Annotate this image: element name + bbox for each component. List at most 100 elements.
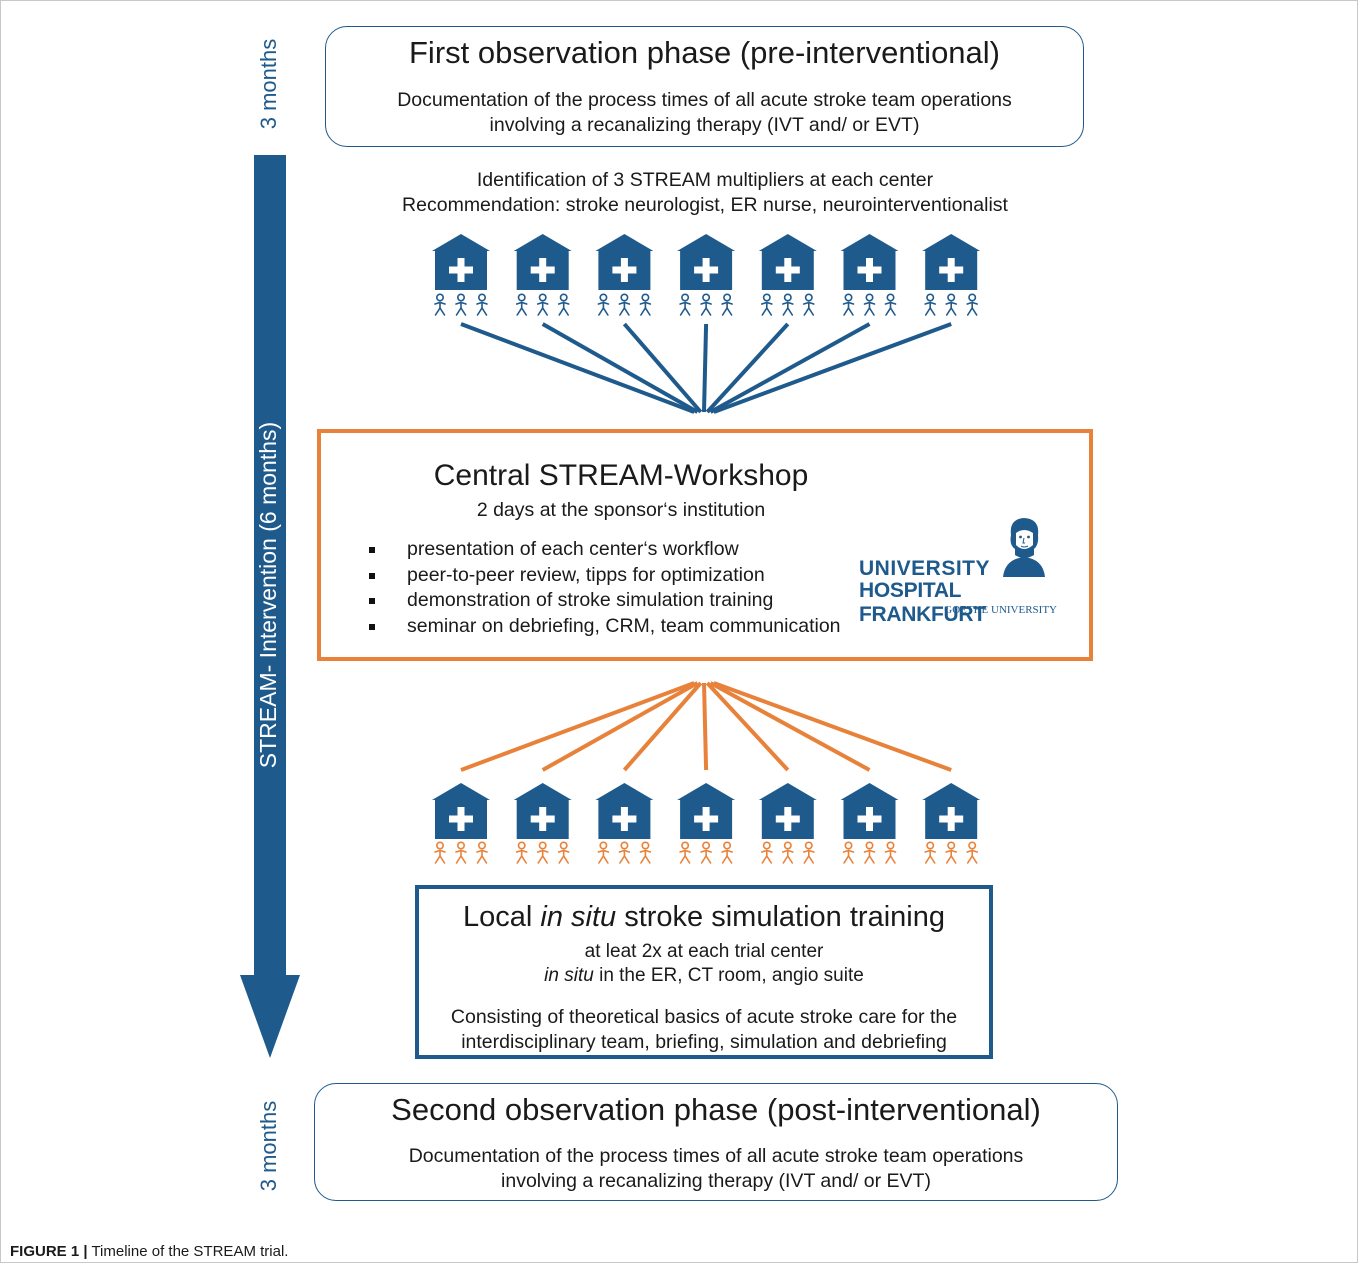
connector-line	[622, 322, 703, 414]
local-line4: interdisciplinary team, briefing, simula…	[461, 1031, 947, 1053]
person-icon	[536, 293, 549, 316]
person-icon	[721, 841, 733, 864]
connector-line	[702, 682, 709, 771]
person-icon	[434, 841, 446, 864]
person-icon	[761, 841, 773, 864]
workshop-bullet-list: presentation of each center‘s workflow p…	[369, 537, 841, 639]
person-icon	[863, 841, 876, 864]
local-title-pre: Local	[463, 901, 541, 933]
workshop-bullet: seminar on debriefing, CRM, team communi…	[369, 614, 841, 640]
connector-line	[541, 681, 699, 772]
hospital-house-icon	[677, 783, 736, 839]
connector-line	[705, 681, 790, 772]
logo-line1: UNIVERSITY	[859, 557, 991, 580]
person-icon	[884, 293, 897, 316]
person-icon	[618, 293, 631, 316]
local-line2-em: in situ	[544, 965, 594, 986]
person-icon	[842, 841, 855, 864]
hospital-house-icon	[840, 234, 899, 290]
second-phase-desc-line1: Documentation of the process times of al…	[408, 1145, 1024, 1167]
person-icon	[945, 293, 957, 316]
first-observation-box: First observation phase (pre-interventio…	[325, 26, 1084, 147]
person-icon	[863, 293, 876, 316]
hospital-house-icon	[432, 234, 490, 290]
first-phase-desc-line2: involving a recanalizing therapy (IVT an…	[489, 114, 920, 136]
local-line2: in situ in the ER, CT room, angio suite	[419, 965, 989, 987]
hospital-house-icon	[432, 783, 490, 839]
timeline-arrow	[240, 155, 300, 1058]
figure-caption: FIGURE 1 | Timeline of the STREAM trial.	[10, 1243, 288, 1260]
first-phase-desc-line1: Documentation of the process times of al…	[397, 89, 1012, 111]
person-icon	[557, 841, 570, 864]
hospital-house-icon	[922, 783, 981, 839]
person-icon	[966, 293, 978, 316]
hospital-house-icon	[758, 234, 817, 290]
logo-line3: GOETHE UNIVERSITY	[944, 604, 1057, 616]
identification-text: Identification of 3 STREAM multipliers a…	[300, 168, 1110, 218]
goethe-portrait-icon	[1003, 518, 1045, 577]
person-icon	[842, 293, 855, 316]
central-workshop-box: Central STREAM-Workshop 2 days at the sp…	[317, 429, 1093, 661]
local-line2-rest: in the ER, CT room, angio suite	[593, 965, 864, 986]
person-icon	[761, 293, 773, 316]
university-logo: UNIVERSITY HOSPITAL FRANKFURT GOETHE UNI…	[859, 515, 1065, 626]
person-icon	[557, 293, 570, 316]
connector-line	[709, 322, 871, 414]
hospital-house-icon	[595, 783, 654, 839]
person-icon	[597, 841, 610, 864]
person-icon	[700, 841, 712, 864]
person-icon	[515, 293, 528, 316]
person-icon	[803, 841, 815, 864]
local-title-post: stroke simulation training	[616, 901, 945, 933]
hospital-house-icon	[758, 783, 817, 839]
hospital-house-icon	[677, 234, 736, 290]
connector-line	[460, 322, 695, 414]
connector-line	[709, 681, 871, 772]
hospital-house-icon	[922, 234, 981, 290]
hospital-house-icon	[513, 783, 572, 839]
second-phase-desc-line2: involving a recanalizing therapy (IVT an…	[501, 1170, 931, 1192]
person-icon	[434, 293, 446, 316]
workshop-bullet: peer-to-peer review, tipps for optimizat…	[369, 563, 841, 589]
workshop-title: Central STREAM-Workshop	[433, 459, 809, 492]
workshop-bullet: demonstration of stroke simulation train…	[369, 588, 841, 614]
person-icon	[515, 841, 528, 864]
person-icon	[945, 841, 957, 864]
second-observation-box: Second observation phase (post-intervent…	[314, 1083, 1118, 1201]
caption-text: Timeline of the STREAM trial.	[87, 1243, 289, 1260]
connector-line	[622, 681, 703, 772]
person-icon	[924, 293, 936, 316]
person-icon	[536, 841, 549, 864]
person-icon	[455, 841, 467, 864]
person-icon	[597, 293, 610, 316]
person-icon	[476, 293, 488, 316]
caption-label: FIGURE 1 |	[10, 1243, 88, 1260]
local-training-title: Local in situ stroke simulation training	[419, 901, 989, 934]
person-icon	[803, 293, 815, 316]
person-icon	[618, 841, 631, 864]
person-icon	[782, 841, 794, 864]
local-title-em: in situ	[540, 901, 617, 933]
identification-line2: Recommendation: stroke neurologist, ER n…	[402, 194, 1008, 216]
person-icon	[966, 841, 978, 864]
person-icon	[721, 293, 733, 316]
connector-line	[460, 681, 695, 772]
connector-line	[541, 322, 699, 414]
hospital-house-icon	[840, 783, 899, 839]
connector-line	[713, 681, 952, 772]
connector-line	[705, 322, 790, 414]
local-training-box: Local in situ stroke simulation training…	[415, 885, 993, 1059]
connector-line	[713, 322, 952, 414]
person-icon	[924, 841, 936, 864]
hospital-house-icon	[513, 234, 572, 290]
person-icon	[476, 841, 488, 864]
workshop-bullet: presentation of each center‘s workflow	[369, 537, 841, 563]
person-icon	[884, 841, 897, 864]
person-icon	[455, 293, 467, 316]
person-icon	[700, 293, 712, 316]
person-icon	[679, 841, 691, 864]
hospital-house-icon	[595, 234, 654, 290]
logo-line2: HOSPITAL FRANKFURT	[859, 579, 986, 626]
local-line3: Consisting of theoretical basics of acut…	[450, 1006, 958, 1028]
